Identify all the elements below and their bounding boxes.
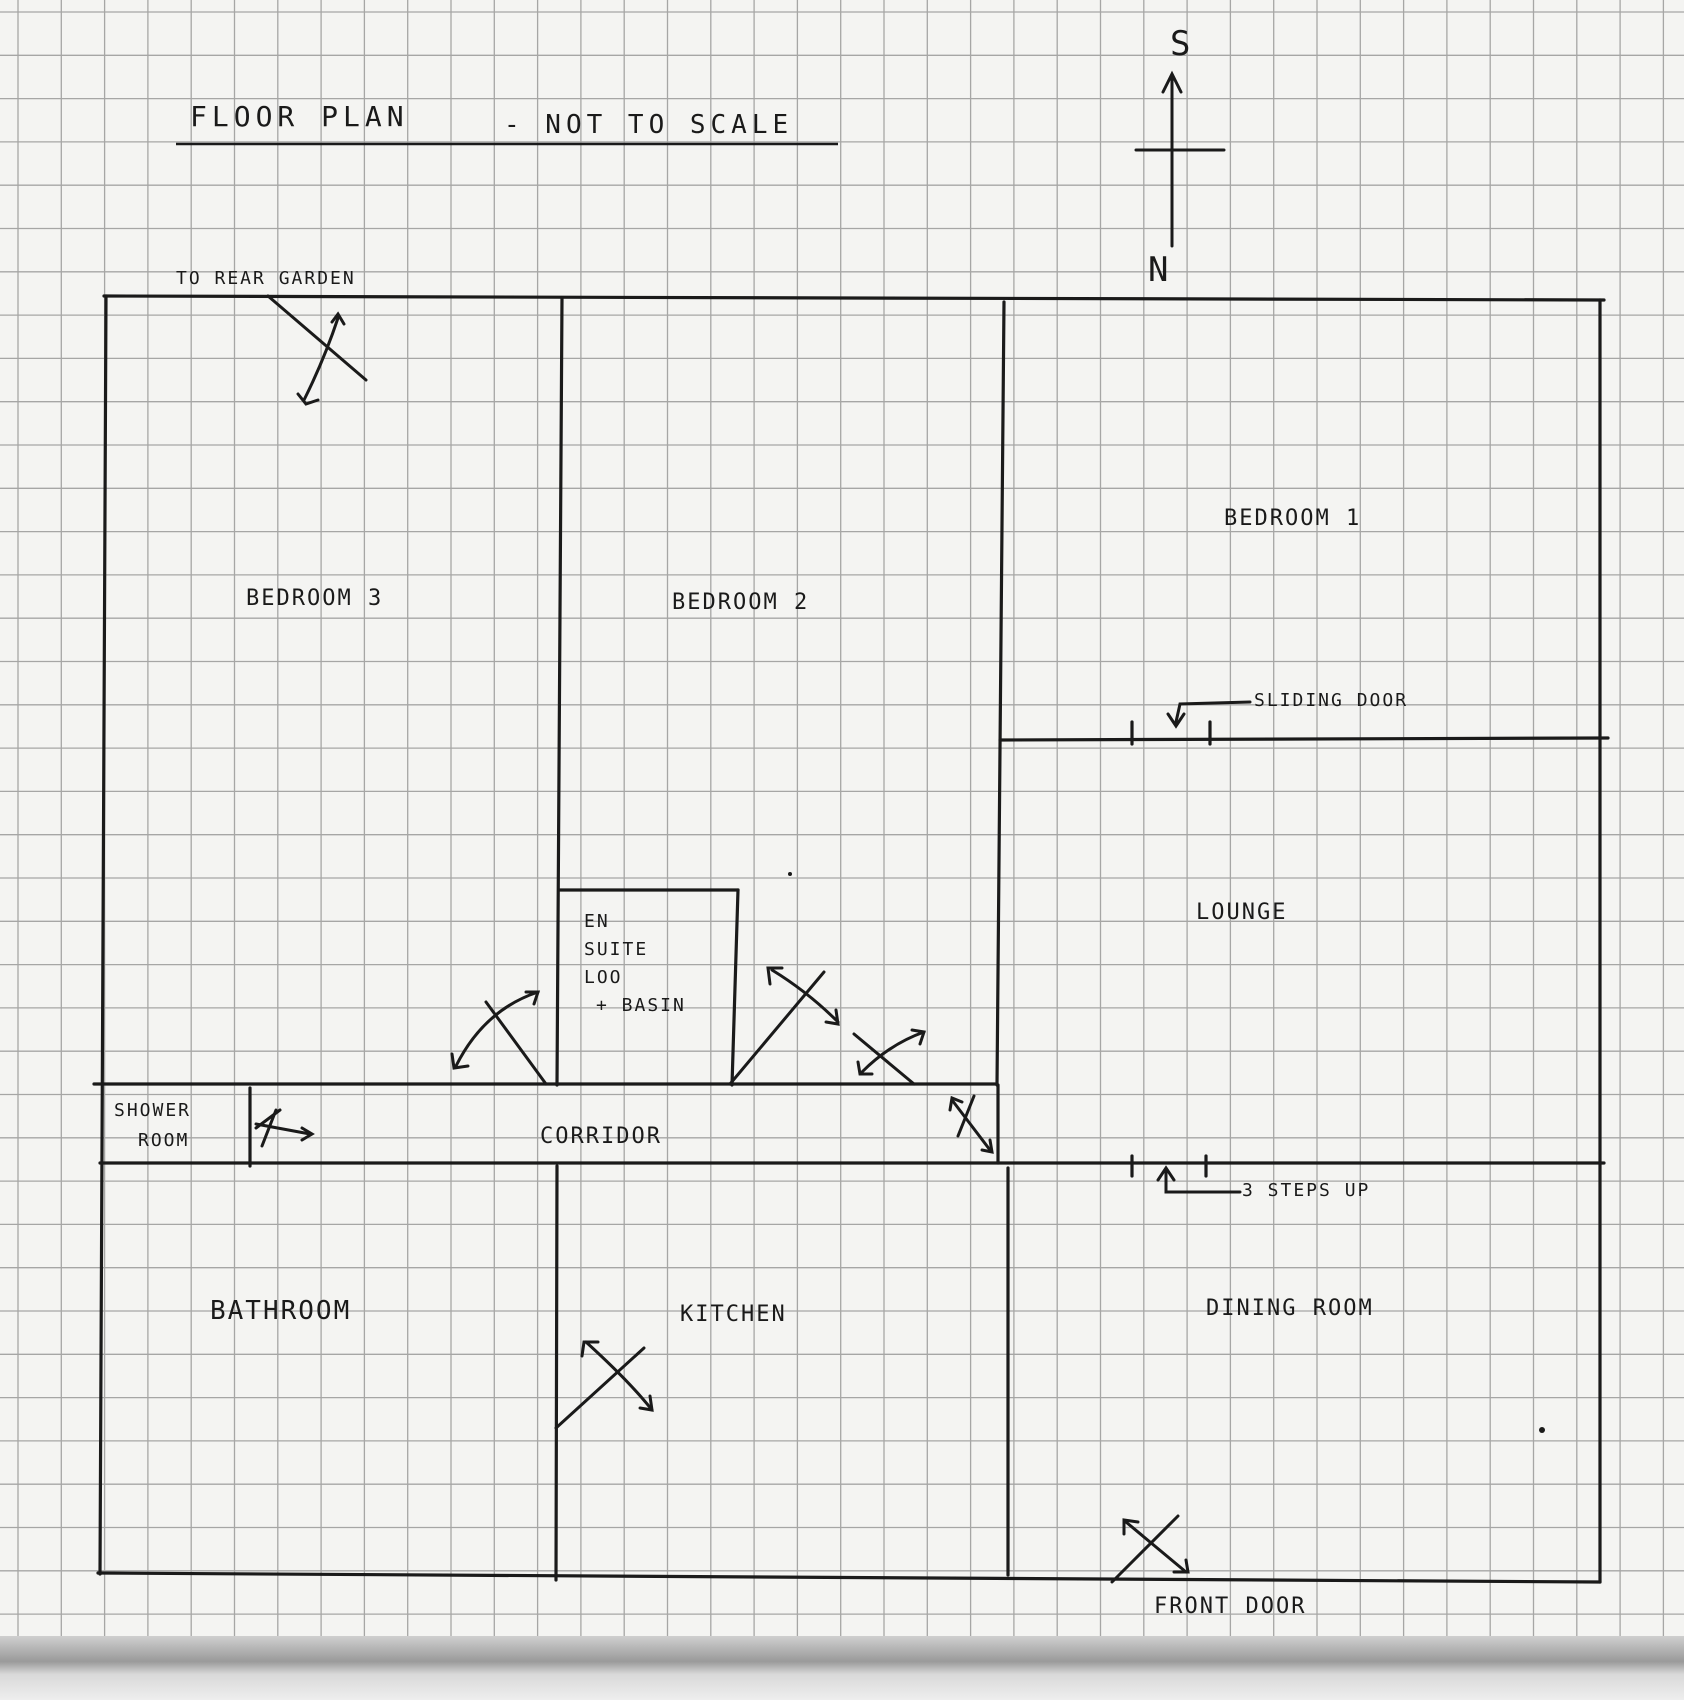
bedroom2-second-door-icon (852, 1028, 926, 1086)
bedroom2-door-icon (728, 966, 840, 1086)
door-swings (254, 294, 1252, 1584)
ensuite-line: LOO (584, 967, 623, 988)
sliding-door-arrow-icon (1166, 700, 1252, 729)
rear-garden-label: TO REAR GARDEN (176, 268, 356, 289)
ensuite-line: EN (584, 911, 610, 932)
room-label-shower: SHOWER ROOM (114, 1096, 191, 1156)
graph-paper-grid (0, 0, 1684, 1636)
shower-line: ROOM (138, 1130, 190, 1151)
walls (92, 294, 1610, 1584)
compass-south-label: S (1170, 24, 1193, 64)
scan-edge (0, 1636, 1684, 1700)
page-title: FLOOR PLAN (190, 100, 409, 133)
shower-door-icon (254, 1108, 315, 1148)
room-label-ensuite: EN SUITE LOO + BASIN (584, 908, 686, 1020)
steps-up-label: 3 STEPS UP (1242, 1180, 1371, 1201)
ink-dot (788, 872, 792, 876)
room-label-lounge: LOUNGE (1196, 900, 1288, 925)
shower-line: SHOWER (114, 1100, 192, 1121)
front-door-label: FRONT DOOR (1154, 1594, 1307, 1619)
room-label-bathroom: BATHROOM (210, 1296, 352, 1326)
ink-dot (1539, 1427, 1545, 1433)
room-label-kitchen: KITCHEN (680, 1302, 787, 1327)
ensuite-line: + BASIN (596, 995, 686, 1016)
room-label-dining: DINING ROOM (1206, 1296, 1374, 1321)
rear-garden-door-icon (266, 294, 368, 406)
room-label-bedroom2: BEDROOM 2 (672, 590, 810, 615)
lounge-door-icon (948, 1094, 994, 1154)
front-door-icon (1110, 1514, 1190, 1584)
room-label-bedroom3: BEDROOM 3 (246, 586, 384, 611)
compass-north-label: N (1148, 250, 1171, 290)
bedroom3-door-icon (450, 990, 548, 1086)
steps-up-arrow-icon (1156, 1165, 1242, 1194)
room-label-bedroom1: BEDROOM 1 (1224, 506, 1362, 531)
ensuite-line: SUITE (584, 939, 649, 960)
sliding-door-label: SLIDING DOOR (1254, 690, 1409, 711)
room-label-corridor: CORRIDOR (540, 1124, 662, 1149)
compass-icon (1134, 70, 1226, 248)
kitchen-door-icon (554, 1340, 654, 1430)
page-subtitle: - NOT TO SCALE (504, 110, 794, 140)
